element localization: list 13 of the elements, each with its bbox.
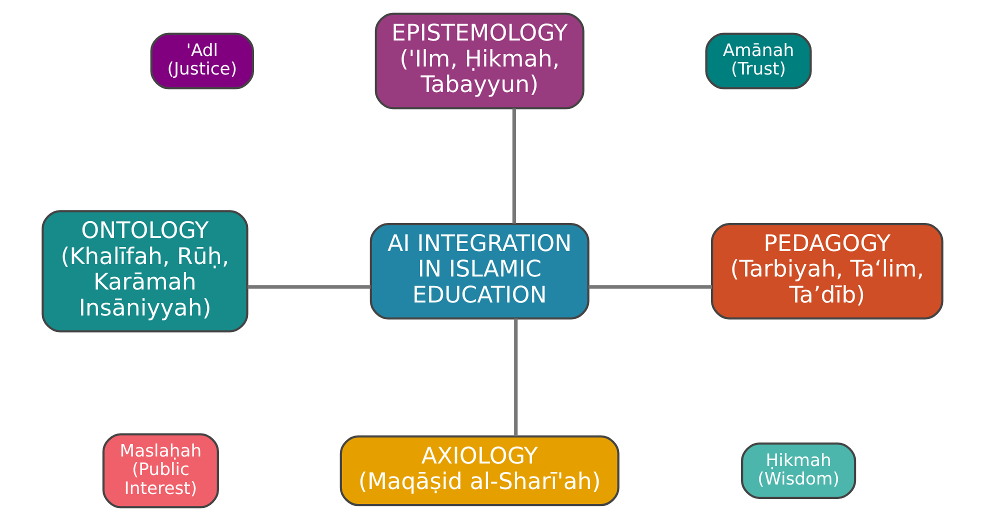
node-box: Amānah (Trust) (704, 32, 812, 90)
node-box: AI INTEGRATION IN ISLAMIC EDUCATION (369, 222, 589, 320)
connector (247, 285, 370, 289)
connector (512, 108, 516, 224)
node-box: PEDAGOGY (Tarbiyah, Ta‘lim, Ta’dīb) (710, 222, 943, 320)
connector (514, 318, 518, 436)
connector (588, 285, 712, 289)
node-box: ONTOLOGY (Khalīfah, Rūḥ, Karāmah Insāniyyah) (41, 210, 248, 332)
node-box: 'Adl (Justice) (150, 32, 254, 90)
node-box: EPISTEMOLOGY ('Ilm, Ḥikmah, Tabayyun) (374, 12, 584, 110)
node-box: Ḥikmah (Wisdom) (740, 442, 856, 499)
node-box: Maslaḥah (Public Interest) (102, 433, 218, 508)
node-box: AXIOLOGY (Maqāṣid al-Sharī'ah) (339, 435, 619, 506)
